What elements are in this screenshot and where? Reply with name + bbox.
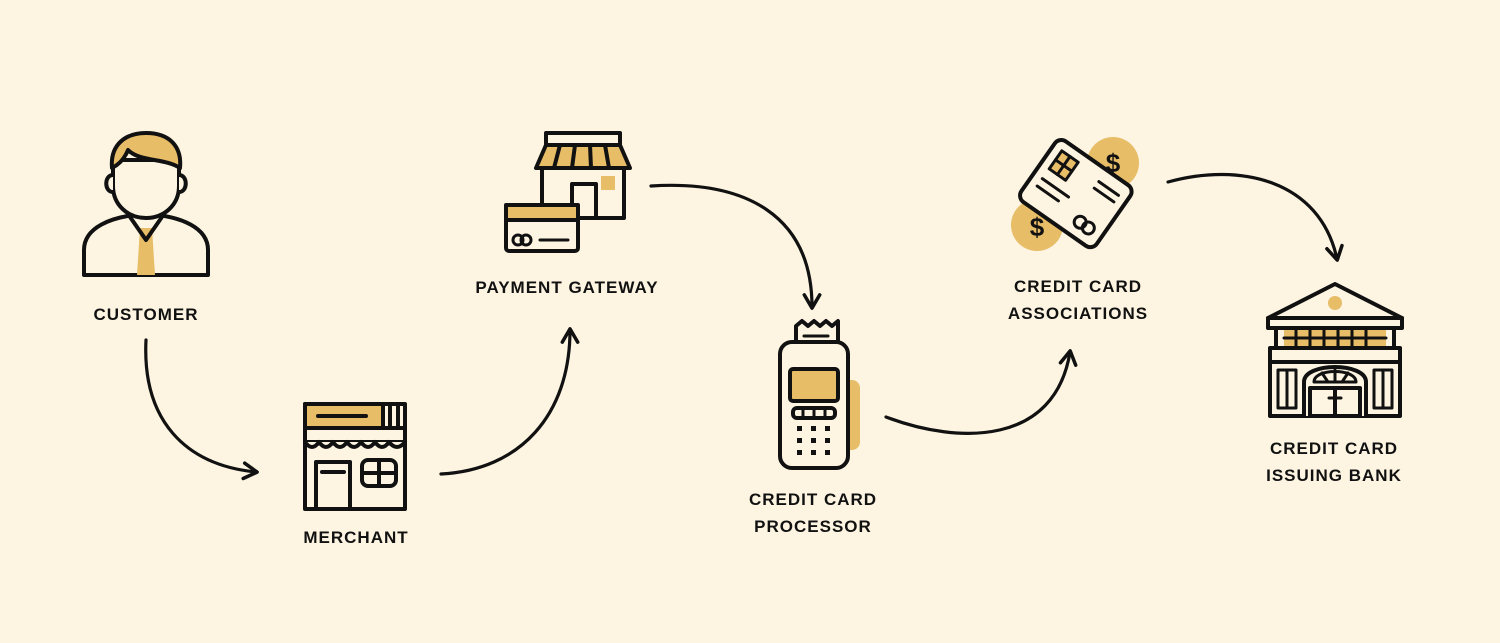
merchant-storefront-icon (303, 402, 407, 511)
credit-card-dollar-icon: $ $ (1011, 137, 1139, 251)
label-line: CREDIT CARD (748, 490, 878, 509)
label-line: CREDIT CARD (1013, 277, 1143, 296)
svg-text:$: $ (1030, 212, 1045, 242)
label-line: CREDIT CARD (1269, 439, 1399, 458)
label-line: PAYMENT GATEWAY (475, 278, 659, 297)
node-label-gateway: PAYMENT GATEWAY (457, 274, 677, 301)
node-label-bank: CREDIT CARD ISSUING BANK (1244, 435, 1424, 489)
node-label-merchant: MERCHANT (276, 524, 436, 551)
arrow-processor-to-associations (884, 349, 1078, 435)
payment-gateway-shop-card-icon (504, 131, 632, 253)
arrow-customer-to-merchant (144, 338, 259, 481)
card-terminal-icon (778, 319, 860, 470)
node-label-customer: CUSTOMER (66, 301, 226, 328)
label-line: MERCHANT (303, 528, 409, 547)
arrow-merchant-to-gateway (439, 327, 580, 476)
customer-person-icon (82, 131, 210, 277)
arrow-associations-to-bank (1166, 172, 1344, 262)
node-label-processor: CREDIT CARD PROCESSOR (723, 486, 903, 540)
flow-arrows (144, 172, 1344, 481)
label-line: ISSUING BANK (1266, 466, 1402, 485)
label-line: PROCESSOR (754, 517, 872, 536)
arrow-gateway-to-processor (649, 183, 822, 310)
node-label-associations: CREDIT CARD ASSOCIATIONS (988, 273, 1168, 327)
bank-building-icon (1266, 282, 1404, 418)
label-line: ASSOCIATIONS (1007, 304, 1149, 323)
svg-text:$: $ (1106, 148, 1121, 178)
label-line: CUSTOMER (93, 305, 199, 324)
